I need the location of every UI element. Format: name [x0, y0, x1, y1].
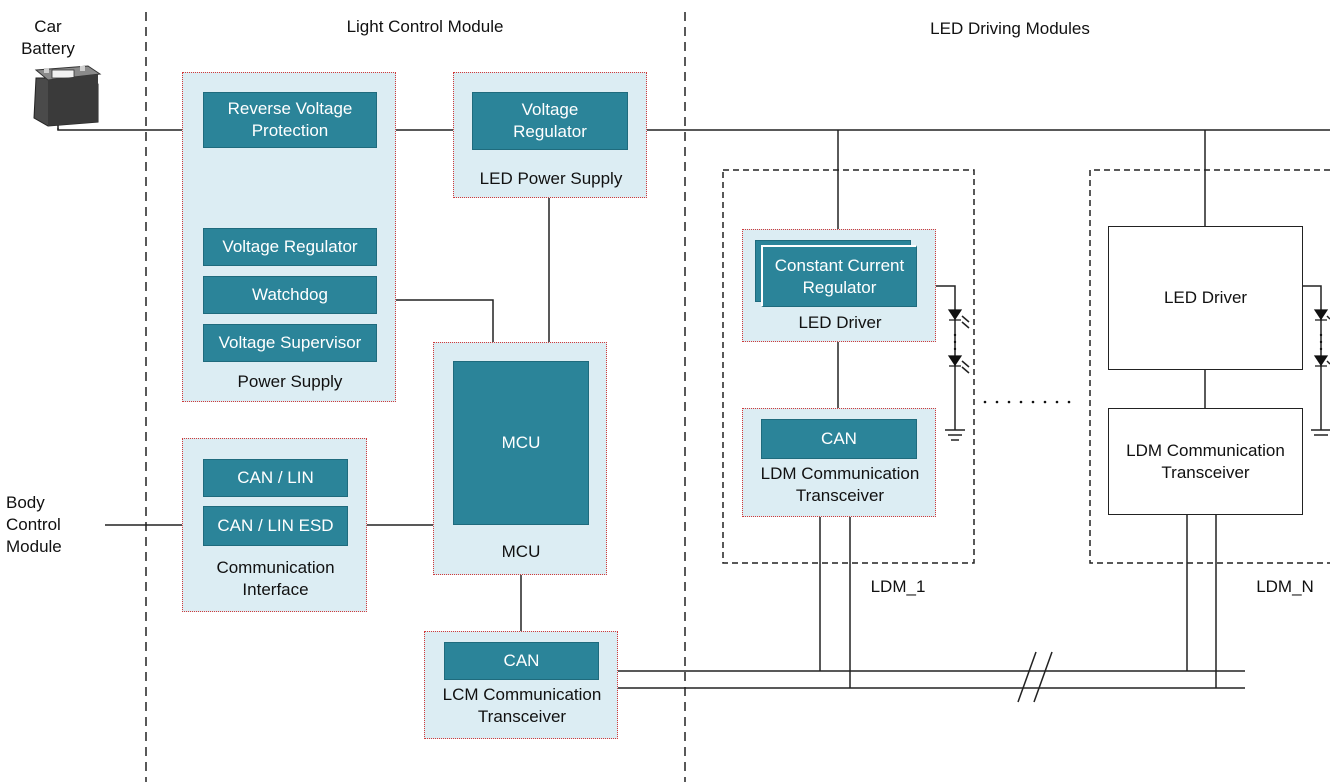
car-battery-label: Car Battery [21, 17, 75, 58]
mcu-label: MCU [501, 542, 541, 561]
ldm-n-enclosure [1089, 169, 1330, 564]
section-title-light-control-module: Light Control Module [346, 17, 504, 36]
led-voltage-regulator-block: Voltage Regulator [472, 92, 628, 150]
communication-interface-label: Communication Interface [216, 558, 335, 599]
ldm1-can-block: CAN [761, 419, 917, 459]
ldmn-transceiver-box: LDM Communication Transceiver [1108, 408, 1303, 515]
ldmn-name-label: LDM_N [1256, 577, 1314, 596]
can-lin-esd-block: CAN / LIN ESD [203, 506, 348, 546]
led-icon [1313, 355, 1329, 367]
section-title-led-driving-modules: LED Driving Modules [930, 19, 1090, 38]
communication-interface-group: CAN / LIN CAN / LIN ESD Communication In… [182, 438, 367, 612]
reverse-voltage-protection-block: Reverse Voltage Protection [203, 92, 377, 148]
ldm1-transceiver-group: CAN LDM Communication Transceiver [742, 408, 936, 517]
led-icon [1313, 309, 1329, 321]
voltage-regulator-block: Voltage Regulator [203, 228, 377, 266]
car-battery-icon [33, 65, 102, 127]
mcu-group: MCU MCU [433, 342, 607, 575]
lcm-transceiver-group: CAN LCM Communication Transceiver [424, 631, 618, 739]
led-icon [947, 355, 963, 367]
watchdog-block: Watchdog [203, 276, 377, 314]
power-supply-group: Reverse Voltage Protection Voltage Regul… [182, 72, 396, 402]
mcu-block: MCU [453, 361, 589, 525]
ldm1-led-driver-group: Constant Current Regulator LED Driver [742, 229, 936, 342]
voltage-supervisor-block: Voltage Supervisor [203, 324, 377, 362]
ldm1-name-label: LDM_1 [870, 577, 926, 596]
led-power-supply-label: LED Power Supply [479, 169, 623, 188]
led-power-supply-group: Voltage Regulator LED Power Supply [453, 72, 647, 198]
ldm1-transceiver-label: LDM Communication Transceiver [760, 464, 920, 505]
can-lin-block: CAN / LIN [203, 459, 348, 497]
power-supply-label: Power Supply [237, 372, 343, 391]
ldm1-constant-current-regulator-block: Constant Current Regulator [761, 245, 917, 307]
lcm-transceiver-label: LCM Communication Transceiver [442, 685, 602, 726]
led-icon [947, 309, 963, 321]
ldm-1-enclosure [722, 169, 975, 564]
ldmn-led-driver-box: LED Driver [1108, 226, 1303, 370]
ldm1-led-driver-label: LED Driver [798, 313, 882, 332]
lcm-can-block: CAN [444, 642, 599, 680]
body-control-module-label: Body Control Module [6, 493, 62, 556]
